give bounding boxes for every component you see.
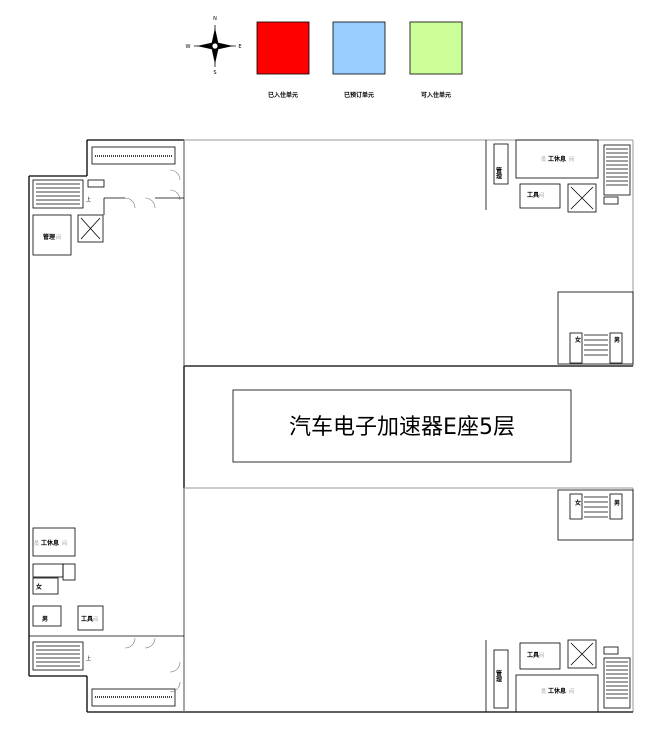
management-room-suffix-left: 间 bbox=[56, 234, 61, 241]
rest-room-label-left: 工休息 bbox=[41, 539, 59, 547]
tool-room-label-bottom-right: 工具 bbox=[527, 651, 539, 659]
compass-north-label: N bbox=[213, 16, 217, 22]
compass-rose-icon bbox=[194, 25, 236, 67]
top-left-core bbox=[32, 146, 184, 256]
rest-room-label-top-right: 工休息 bbox=[548, 155, 566, 163]
stair-up-label-bottom: 上 bbox=[86, 655, 91, 662]
compass-west-label: W bbox=[186, 44, 191, 50]
title-box bbox=[232, 389, 572, 463]
legend-swatch-reserved bbox=[332, 21, 386, 75]
stair-up-label-top: 上 bbox=[86, 196, 91, 203]
top-right-core bbox=[485, 139, 634, 365]
tool-room-label-top-right: 工具 bbox=[527, 191, 539, 199]
rest-room-staff-left: 员 bbox=[34, 541, 39, 547]
rest-room-suffix-top-right: 间 bbox=[569, 156, 574, 163]
bottom-right-core bbox=[485, 489, 634, 713]
floor-title: 汽车电子加速器E座5层 bbox=[289, 415, 515, 440]
men-restroom-label-left: 男 bbox=[42, 615, 48, 623]
men-restroom-label-top-right: 男 bbox=[614, 336, 620, 344]
legend-swatch-available bbox=[409, 21, 463, 75]
rest-room-suffix-bottom-right: 间 bbox=[569, 688, 574, 695]
management-room-label-bottom-right: 管理 bbox=[495, 669, 502, 683]
legend-swatch-occupied bbox=[256, 21, 310, 75]
legend-label-available: 可入住单元 bbox=[421, 91, 451, 99]
tool-room-suffix-top-right: 间 bbox=[539, 192, 544, 199]
tool-room-suffix-bottom-right: 间 bbox=[539, 652, 544, 659]
legend-label-occupied: 已入住单元 bbox=[268, 91, 298, 99]
women-restroom-label-bottom-right: 女 bbox=[575, 499, 581, 507]
tool-room-label-left: 工具 bbox=[81, 615, 93, 623]
rest-room-suffix-left: 间 bbox=[62, 540, 67, 547]
men-restroom-label-bottom-right: 男 bbox=[614, 499, 620, 507]
compass-east-label: E bbox=[238, 44, 241, 50]
rest-room-label-bottom-right: 工休息 bbox=[548, 687, 566, 695]
management-room-label-left: 管理 bbox=[43, 233, 55, 241]
management-room-label-top-right: 管理 bbox=[495, 166, 502, 180]
legend-label-reserved: 已预订单元 bbox=[344, 91, 374, 99]
compass-south-label: S bbox=[213, 70, 216, 76]
rest-room-staff-bottom-right: 员 bbox=[541, 689, 546, 695]
rest-room-staff-top-right: 员 bbox=[541, 157, 546, 163]
bottom-left-core bbox=[29, 527, 184, 707]
tool-room-suffix-left: 间 bbox=[93, 616, 98, 623]
women-restroom-label-top-right: 女 bbox=[575, 336, 581, 344]
women-restroom-label-left: 女 bbox=[36, 583, 42, 591]
